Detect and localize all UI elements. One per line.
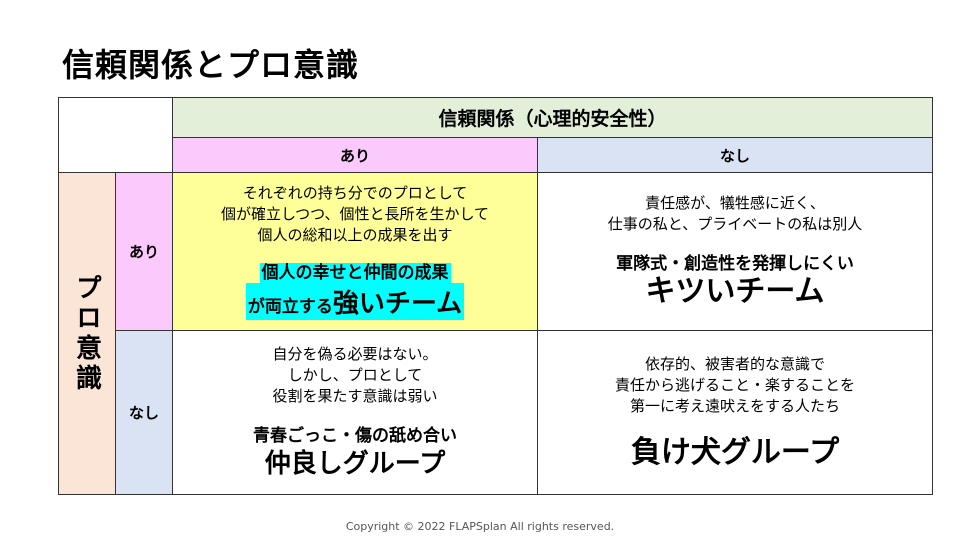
col-yes: あり xyxy=(172,137,538,173)
desc-line: 依存的、被害者的な意識で xyxy=(644,355,825,373)
desc-line: 責任感が、犠牲感に近く、 xyxy=(645,194,825,212)
page-title: 信頼関係とプロ意識 xyxy=(62,46,360,84)
highlight-text: 個人の幸せと仲間の成果 xyxy=(259,263,451,283)
desc-line: しかし、プロとして xyxy=(287,365,423,384)
highlight-text: が両立する xyxy=(247,297,333,317)
row-header: プロ意識 xyxy=(58,172,116,495)
cell-harsh-team: 責任感が、犠牲感に近く、 仕事の私と、プライベートの私は別人 軍隊式・創造性を発… xyxy=(537,172,933,331)
team-name: 強いチーム xyxy=(332,289,463,319)
row-yes: あり xyxy=(115,172,173,331)
desc-line: 第一に考え遠吠えをする人たち xyxy=(629,397,840,415)
team-name: キツいチーム xyxy=(645,274,825,309)
subtitle: 軍隊式・創造性を発揮しにくい xyxy=(616,254,854,274)
desc-line: 役割を果たす意識は弱い xyxy=(272,386,438,405)
col-header: 信頼関係（心理的安全性） xyxy=(172,97,933,138)
cell-loser-group: 依存的、被害者的な意識で 責任から逃げること・楽することを 第一に考え遠吠えをす… xyxy=(537,330,933,495)
subtitle: 青春ごっこ・傷の舐め合い xyxy=(253,425,457,446)
desc-line: 責任から逃げること・楽することを xyxy=(614,376,855,394)
cell-strong-team: それぞれの持ち分でのプロとして 個が確立しつつ、個性と長所を生かして 個人の総和… xyxy=(172,172,538,331)
row-no: なし xyxy=(115,330,173,495)
desc-line: それぞれの持ち分でのプロとして xyxy=(242,184,468,202)
team-name: 仲良しグループ xyxy=(264,448,446,479)
copyright: Copyright © 2022 FLAPSplan All rights re… xyxy=(345,520,615,533)
col-no: なし xyxy=(537,137,933,173)
row-header-label: プロ意識 xyxy=(71,273,102,394)
cell-friends-group: 自分を偽る必要はない。 しかし、プロとして 役割を果たす意識は弱い 青春ごっこ・… xyxy=(172,330,538,495)
desc-line: 仕事の私と、プライベートの私は別人 xyxy=(607,215,863,233)
desc-line: 個人の総和以上の成果を出す xyxy=(257,226,453,244)
corner-cell xyxy=(58,97,173,173)
desc-line: 個が確立しつつ、個性と長所を生かして xyxy=(220,205,490,223)
team-name: 負け犬グループ xyxy=(630,435,840,470)
desc-line: 自分を偽る必要はない。 xyxy=(272,344,438,363)
